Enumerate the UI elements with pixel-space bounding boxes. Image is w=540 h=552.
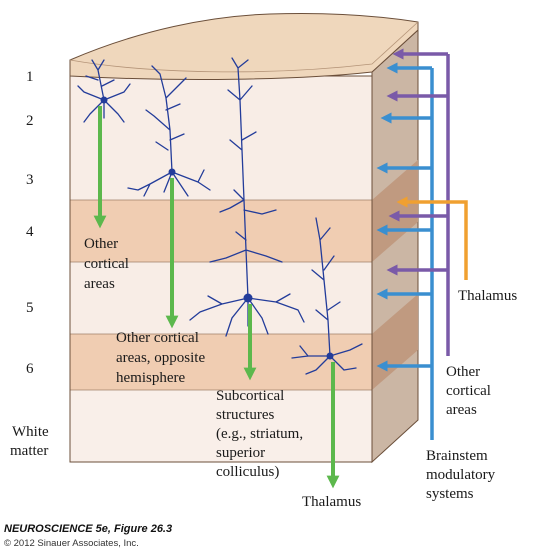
cortical-input-arrows [386,48,450,356]
output-arrows [93,106,340,489]
label-brainstem-2: modulatory [426,467,496,483]
caption-copyright: © 2012 Sinauer Associates, Inc. [4,538,139,549]
label-subcortical-3: (e.g., striatum, [216,426,303,442]
label-other-cortical-1: Other [84,236,118,252]
white-matter-label-line1: White [12,424,49,440]
label-input-cortical-3: areas [446,402,477,418]
neuron-layer3 [127,65,211,197]
white-matter-label-line2: matter [10,443,48,459]
label-subcortical-1: Subcortical [216,388,284,404]
output-labels: Other cortical areas Other cortical area… [84,236,361,510]
figure-caption: NEUROSCIENCE 5e, Figure 26.3 © 2012 Sina… [4,523,172,549]
layer-1-label: 1 [26,69,34,85]
label-subcortical-2: structures [216,407,274,423]
layer-5-label: 5 [26,300,34,316]
brainstem-input-arrows [376,62,434,440]
label-opposite-hemisphere-1: Other cortical [116,330,199,346]
band-white-matter [70,390,372,462]
block-top-surface [69,12,419,80]
label-input-cortical-1: Other [446,364,480,380]
neuron-layer2 [77,59,131,123]
label-brainstem-1: Brainstem [426,448,488,464]
label-subcortical-5: colliculus) [216,464,279,480]
label-other-cortical-2: cortical [84,256,129,272]
label-output-thalamus: Thalamus [302,494,361,510]
input-labels: Thalamus Other cortical areas Brainstem … [426,288,517,502]
cortex-block [69,12,419,464]
layer-2-label: 2 [26,113,34,129]
caption-title: NEUROSCIENCE 5e, Figure 26.3 [4,523,172,535]
layer-3-label: 3 [26,172,34,188]
label-input-cortical-2: cortical [446,383,491,399]
label-other-cortical-3: areas [84,276,115,292]
label-opposite-hemisphere-2: areas, opposite [116,350,205,366]
label-opposite-hemisphere-3: hemisphere [116,370,185,386]
layer-labels: 1 2 3 4 5 6 White matter [10,69,49,459]
layer-6-label: 6 [26,361,34,377]
label-input-thalamus: Thalamus [458,288,517,304]
neuron-layer6 [291,217,363,375]
layer-4-label: 4 [26,224,34,240]
thalamus-input-arrow [396,196,468,280]
label-subcortical-4: superior [216,445,265,461]
band-layer6 [70,334,372,390]
label-brainstem-3: systems [426,486,474,502]
